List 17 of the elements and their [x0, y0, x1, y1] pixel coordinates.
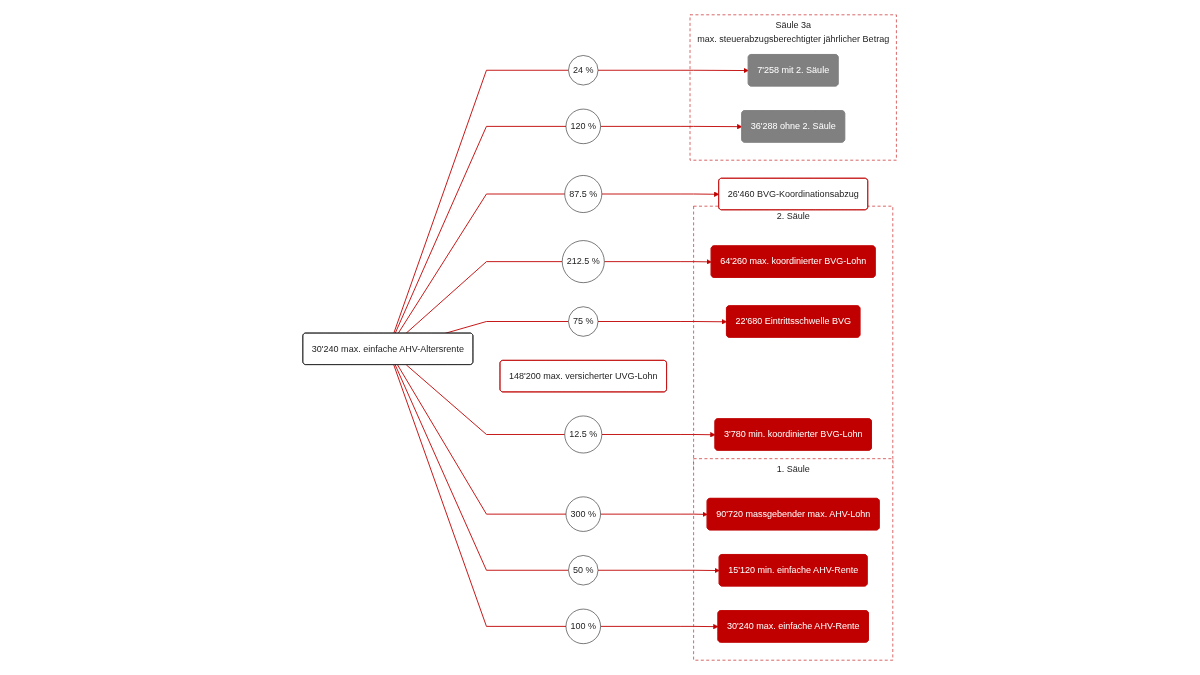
node-circle: 300 %	[566, 496, 602, 532]
node-circle: 24 %	[568, 55, 599, 86]
connector	[395, 364, 570, 571]
node-circle: 212.5 %	[562, 240, 605, 283]
connector	[405, 261, 564, 334]
node-circle: 50 %	[568, 555, 599, 586]
connector	[406, 364, 566, 435]
connector	[398, 193, 566, 334]
node-circle: 120 %	[566, 108, 602, 144]
node-circle: 12.5 %	[564, 415, 603, 454]
connector	[393, 364, 567, 627]
connector	[395, 125, 567, 334]
node-circle: 75 %	[568, 306, 599, 337]
node-circle: 100 %	[566, 608, 602, 644]
connector	[397, 364, 567, 515]
connector	[393, 69, 570, 334]
node-circle: 87.5 %	[564, 175, 603, 213]
